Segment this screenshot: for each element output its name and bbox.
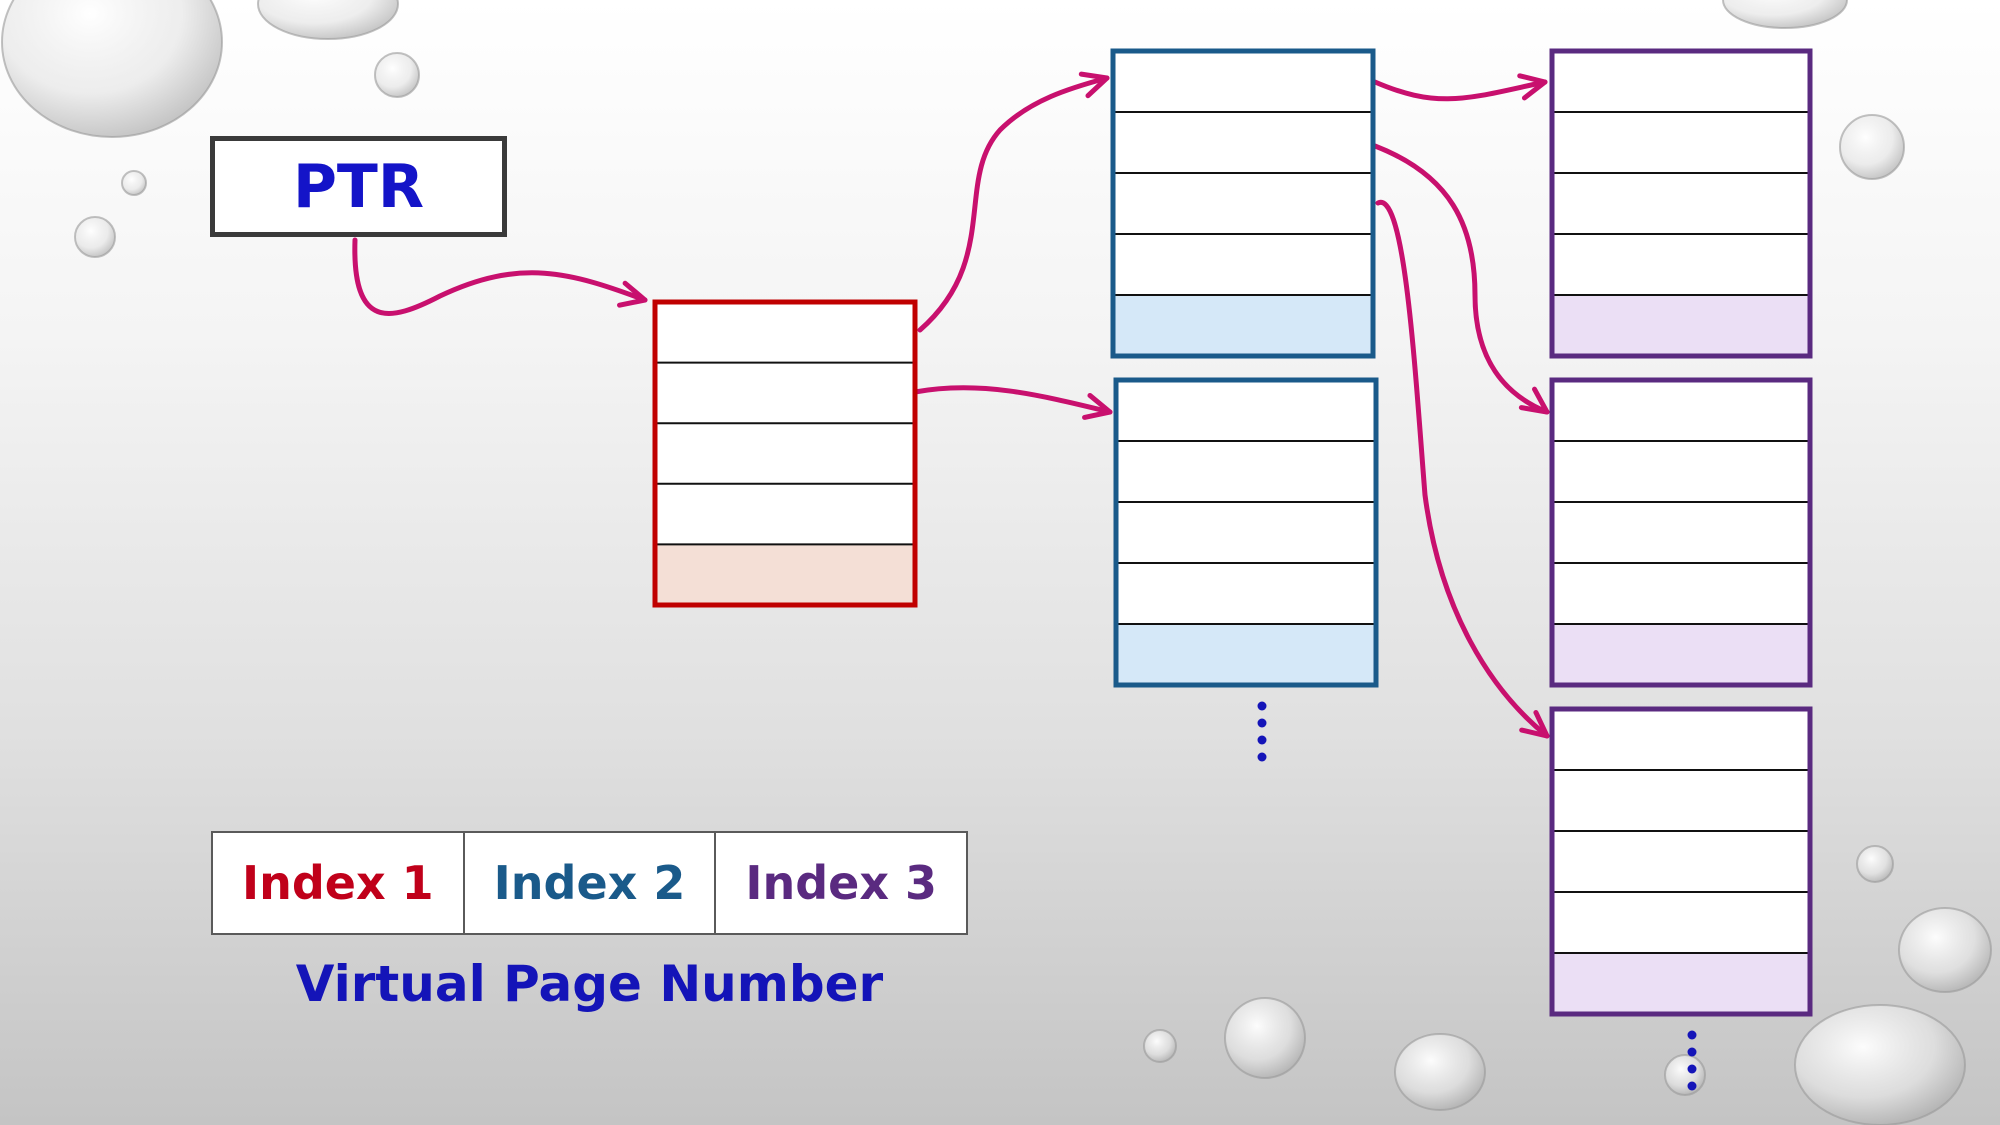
- index-3-label: Index 3: [745, 856, 938, 910]
- page-table-entry: [1552, 234, 1810, 295]
- water-drop: [374, 52, 420, 98]
- water-drop: [1394, 1033, 1486, 1111]
- page-table-entry: [655, 302, 915, 363]
- water-drop: [1898, 907, 1992, 993]
- level-2-page-table: [1110, 48, 1376, 359]
- ptr-label: PTR: [292, 151, 425, 222]
- page-table-entry: [1552, 441, 1810, 502]
- page-table-border: [1549, 48, 1813, 359]
- page-table-entry: [1113, 173, 1373, 234]
- page-table-border: [652, 299, 918, 608]
- water-drop: [1856, 845, 1894, 883]
- page-table-entry: [655, 423, 915, 484]
- page-table-last-entry: [1552, 295, 1810, 356]
- continuation-dots: [1257, 701, 1697, 1091]
- page-table-entry: [1552, 563, 1810, 624]
- pointer-arrow: [1375, 200, 1550, 739]
- page-table-last-entry: [1552, 624, 1810, 685]
- water-drop: [1, 0, 223, 138]
- page-table-entry: [1113, 51, 1373, 112]
- page-table-entry: [1113, 112, 1373, 173]
- page-table-entry: [1116, 563, 1376, 624]
- water-drop: [121, 170, 147, 196]
- more-tables-ellipsis: [1257, 701, 1267, 762]
- water-drop: [74, 216, 116, 258]
- index-2-field: Index 2: [465, 833, 717, 933]
- page-table-entry: [1552, 173, 1810, 234]
- page-table-border: [1113, 377, 1379, 688]
- index-2-label: Index 2: [493, 856, 686, 910]
- virtual-page-number-caption: Virtual Page Number: [295, 955, 884, 1013]
- page-table-border: [1110, 48, 1376, 359]
- pointer-arrows: [352, 71, 1550, 739]
- virtual-page-number-fields: Index 1 Index 2 Index 3: [211, 831, 968, 935]
- level-2-page-table: [1113, 377, 1379, 688]
- water-drop: [1722, 0, 1848, 29]
- pointer-arrow: [1372, 143, 1550, 415]
- page-table-entry: [1116, 502, 1376, 563]
- page-table-entry: [1552, 770, 1810, 831]
- page-table-entry: [1552, 709, 1810, 770]
- pointer-arrow: [1372, 73, 1548, 102]
- index-3-field: Index 3: [716, 833, 966, 933]
- page-table-entry: [655, 362, 915, 424]
- water-drop: [1143, 1029, 1177, 1063]
- level-3-page-table: [1549, 706, 1813, 1017]
- page-table-entry: [1552, 51, 1810, 112]
- water-drop: [1794, 1004, 1966, 1125]
- water-drop: [1839, 114, 1905, 180]
- page-table-entry: [1552, 502, 1810, 563]
- water-drop: [257, 0, 399, 40]
- page-table-entry: [1552, 112, 1810, 173]
- level-1-page-table: [652, 299, 918, 608]
- page-table-last-entry: [1116, 624, 1376, 685]
- ptr-register: PTR: [210, 136, 507, 237]
- page-table-entry: [655, 483, 915, 545]
- page-table-entry: [1116, 441, 1376, 502]
- water-drop: [1664, 1054, 1706, 1096]
- index-1-label: Index 1: [241, 856, 434, 910]
- page-table-entry: [1552, 831, 1810, 892]
- pointer-arrow: [912, 385, 1113, 420]
- page-table-entry: [1113, 234, 1373, 295]
- page-table-last-entry: [1113, 295, 1373, 356]
- page-table-entry: [1552, 380, 1810, 441]
- index-1-field: Index 1: [213, 833, 465, 933]
- pointer-arrow: [352, 237, 648, 316]
- page-table-entry: [1116, 380, 1376, 441]
- page-tables: [652, 48, 1813, 1017]
- level-3-page-table: [1549, 377, 1813, 688]
- page-table-border: [1549, 377, 1813, 688]
- page-table-entry: [1552, 892, 1810, 953]
- page-table-last-entry: [655, 544, 915, 605]
- page-table-border: [1549, 706, 1813, 1017]
- water-drop: [1224, 997, 1306, 1079]
- pointer-arrow: [917, 71, 1110, 333]
- more-tables-ellipsis: [1687, 1030, 1697, 1091]
- level-3-page-table: [1549, 48, 1813, 359]
- page-table-last-entry: [1552, 953, 1810, 1014]
